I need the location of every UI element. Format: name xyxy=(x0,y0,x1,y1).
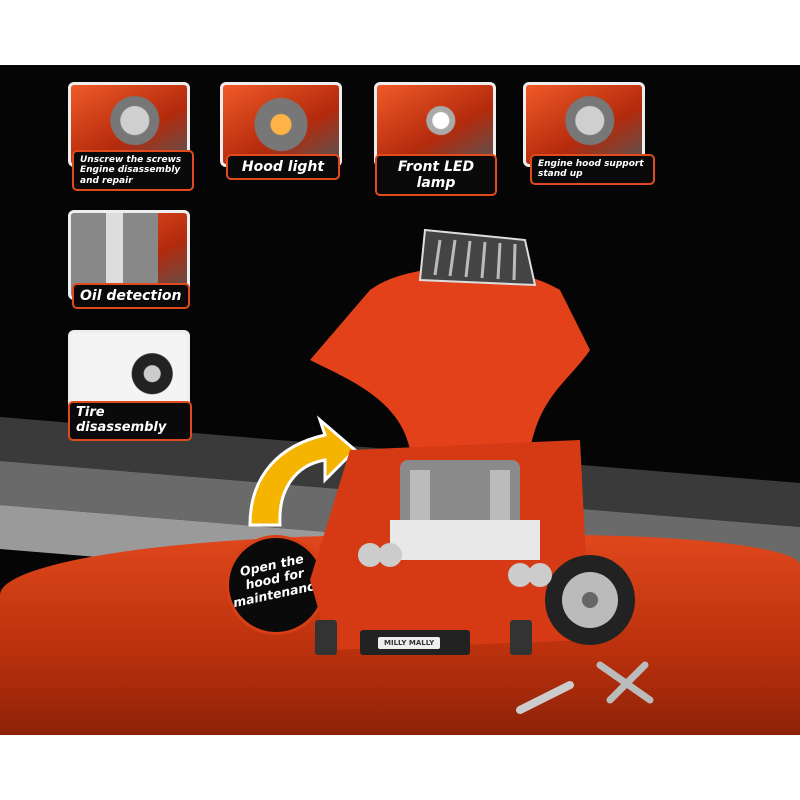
toy-car-engine-illustration xyxy=(310,228,635,655)
feature-label: Tire disassembly xyxy=(68,401,192,441)
feature-label: Front LED lamp xyxy=(375,154,497,197)
feature-label: Hood light xyxy=(226,154,340,181)
product-scene: Unscrew the screws Engine disassembly an… xyxy=(0,65,800,735)
feature-label: Unscrew the screws Engine disassembly an… xyxy=(72,150,194,192)
feature-card-tire xyxy=(68,330,190,410)
feature-label: Oil detection xyxy=(72,283,190,310)
brand-plate: MILLY MALLY xyxy=(378,637,441,649)
feature-label: Engine hood support stand up xyxy=(530,154,655,185)
wrench-tools-icon xyxy=(516,661,654,714)
yellow-arrow-icon xyxy=(248,415,358,527)
feature-card-hood-light xyxy=(220,82,342,167)
